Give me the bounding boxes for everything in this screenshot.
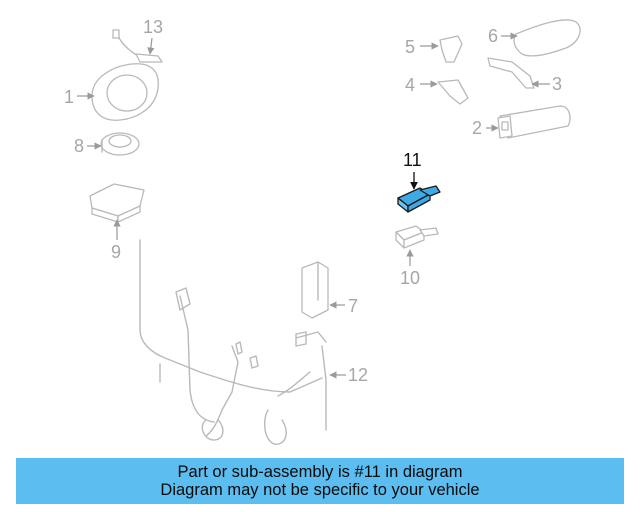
part-9-module[interactable]: [89, 183, 145, 223]
callout-9: 9: [111, 242, 121, 262]
part-7-module[interactable]: [301, 261, 329, 319]
callout-2: 2: [472, 118, 482, 138]
part-12-wiring-harness[interactable]: [139, 239, 327, 445]
part-5-bracket[interactable]: [439, 35, 463, 63]
part-3-bracket[interactable]: [487, 57, 535, 89]
part-6-cover-plate[interactable]: [513, 19, 581, 57]
callout-13: 13: [143, 17, 163, 37]
part-11-sensor[interactable]: [397, 185, 441, 213]
part-10-sensor[interactable]: [395, 225, 439, 249]
part-1-cover[interactable]: [91, 63, 159, 121]
callout-11: 11: [403, 150, 422, 170]
callout-4: 4: [405, 75, 415, 95]
part-8-ring[interactable]: [100, 132, 140, 156]
info-banner: Part or sub-assembly is #11 in diagram D…: [16, 458, 624, 504]
callout-3: 3: [552, 74, 562, 94]
callout-1: 1: [64, 87, 74, 107]
parts-diagram: 13 1 8 9 5 6 4 3: [64, 17, 581, 445]
leader-13: [147, 37, 155, 55]
part-2-airbag-module[interactable]: [497, 105, 571, 139]
banner-line-1: Part or sub-assembly is #11 in diagram: [177, 463, 463, 481]
callout-5: 5: [405, 37, 415, 57]
part-13-connector[interactable]: [112, 29, 163, 63]
callout-7: 7: [348, 296, 358, 316]
callout-12: 12: [348, 365, 368, 385]
banner-line-2: Diagram may not be specific to your vehi…: [160, 481, 480, 499]
callout-10: 10: [400, 268, 420, 288]
callout-6: 6: [488, 26, 498, 46]
callout-8: 8: [74, 136, 84, 156]
part-4-bracket[interactable]: [437, 79, 469, 105]
